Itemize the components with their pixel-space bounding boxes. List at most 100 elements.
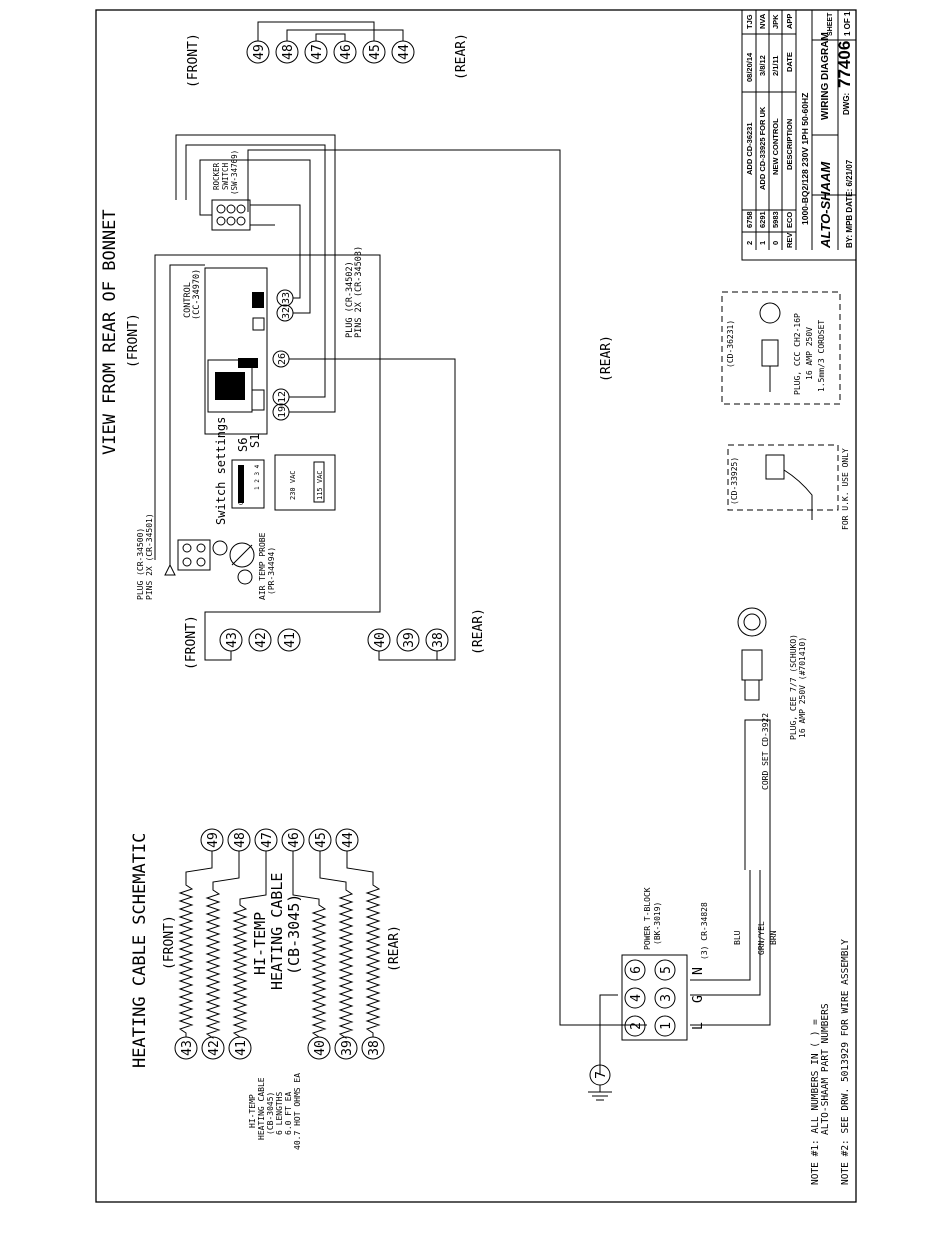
- mid-rear-label: (REAR): [471, 608, 486, 655]
- ccc-plug-1: PLUG, CCC CH2-16P: [793, 313, 802, 395]
- tb-date-0: 2/1/11: [771, 56, 780, 76]
- heating-front-terminals: 49 48 47 46 45 44: [200, 828, 359, 852]
- cr-note: (3) CR-34828: [700, 902, 709, 960]
- terminal-38-top: 38: [431, 632, 446, 648]
- pin-33: 33: [281, 292, 292, 304]
- heating-note-6: 40.7 HOT OHMS EA: [293, 1073, 302, 1150]
- lgn-l: L: [691, 1022, 706, 1030]
- h-terminal-47: 47: [260, 832, 275, 848]
- heating-rear-terminals: 43 42 41 40 39 38: [174, 1036, 385, 1060]
- heating-elements: [178, 851, 381, 1039]
- wire-grnyel: GRN/YEL: [757, 921, 766, 955]
- rocker-switch: [211, 199, 251, 231]
- h-terminal-42: 42: [207, 1040, 222, 1056]
- h-terminal-46: 46: [287, 832, 302, 848]
- voltage-switch-s1: 230 VAC 115 VAC: [274, 454, 336, 511]
- ccc-plug-box: (CD-36231) PLUG, CCC CH2-16P 16 AMP 250V…: [721, 291, 841, 405]
- drawing-border: [95, 9, 857, 1203]
- tb-dwg-label: DWG:: [842, 93, 851, 115]
- h-terminal-44: 44: [341, 832, 356, 848]
- ground-number: 7: [594, 1071, 609, 1079]
- terminal-44: 44: [397, 44, 412, 60]
- tb-hdr-desc: DESCRIPTION: [785, 119, 794, 170]
- probe-plug-label-2: PINS 2X (CR-34501): [145, 513, 154, 600]
- tb-desc-0: NEW CONTROL: [771, 118, 780, 175]
- top-front-label: (FRONT): [186, 33, 201, 88]
- tb-date-2: 08/20/14: [745, 52, 754, 82]
- uk-use-only: FOR U.K. USE ONLY: [841, 448, 850, 530]
- tb-by-date: BY: MPB DATE: 6/21/07: [845, 159, 854, 248]
- probe-plug: [164, 539, 211, 576]
- tb-hdr-app: APP: [785, 14, 794, 29]
- rocker-label-1: ROCKER: [212, 162, 221, 190]
- tb-rev-1: 1: [758, 241, 767, 245]
- h-terminal-40: 40: [313, 1040, 328, 1056]
- tblock-4: 4: [629, 994, 644, 1002]
- uk-plug-box: (CD-33925) FOR U.K. USE ONLY: [727, 444, 850, 530]
- ground-terminal: 7: [588, 1064, 612, 1101]
- tb-date-1: 3/8/12: [758, 55, 767, 76]
- tb-eco-2: 6758: [745, 211, 754, 228]
- tblock-1: 1: [659, 1022, 674, 1030]
- tb-app-1: NVA: [758, 13, 767, 29]
- probe-label-1: AIR TEMP PROBE: [258, 532, 267, 600]
- terminal-47: 47: [310, 44, 325, 60]
- h-terminal-41: 41: [234, 1040, 249, 1056]
- control-label-1: CONTROL: [183, 282, 193, 318]
- probe-label-2: (PR-34494): [267, 547, 276, 595]
- terminal-43-top: 43: [225, 632, 240, 648]
- tblock-label-2: (BK-3019): [653, 902, 662, 945]
- control-plug-2: PINS 2X (CR-34503): [354, 246, 364, 338]
- center-rear-label: (REAR): [599, 335, 614, 382]
- terminal-41-top: 41: [283, 632, 298, 648]
- heating-note-3: (CB-3045): [266, 1092, 275, 1135]
- tb-desc-1: ADD CD-33925 FOR UK: [758, 106, 767, 190]
- wiring: [154, 134, 771, 1075]
- tb-hdr-date: DATE: [785, 52, 794, 72]
- tb-app-2: TJG: [745, 14, 754, 29]
- tb-brand: ALTO-SHAAM: [818, 161, 833, 249]
- uk-box-label: (CD-33925): [730, 457, 739, 505]
- mid-front-label: (FRONT): [184, 615, 199, 670]
- heating-note-4: 6 LENGTHS: [275, 1091, 284, 1135]
- control-board: [204, 267, 268, 435]
- control-label-2: (CC-34970): [192, 269, 202, 320]
- tb-rev-2: 2: [745, 241, 754, 245]
- tb-hdr-eco: ECO: [785, 212, 794, 228]
- terminal-40-top: 40: [373, 632, 388, 648]
- pin-26: 26: [277, 353, 288, 365]
- note-2: NOTE #2: SEE DRW. 5013929 FOR WIRE ASSEM…: [840, 939, 851, 1185]
- tblock-6: 6: [629, 966, 644, 974]
- tb-wiring: WIRING DIAGRAM: [820, 32, 831, 120]
- pin-32: 32: [281, 307, 292, 319]
- tb-rev-0: 0: [771, 241, 780, 245]
- ccc-box-label: (CD-36231): [726, 320, 735, 368]
- terminal-39-top: 39: [402, 632, 417, 648]
- tb-model: 1000-BQ2/128 230V 1PH 50-60HZ: [800, 93, 810, 225]
- dip-numbers: 1 2 3 4: [254, 464, 261, 490]
- rocker-label-2: SWITCH: [221, 162, 230, 190]
- ccc-plug-3: 1.5mm/3 CORDSET: [817, 320, 826, 392]
- pin-19: 19: [277, 406, 288, 418]
- view-front-label: (FRONT): [126, 313, 141, 368]
- tb-desc-2: ADD CD-36231: [745, 122, 754, 175]
- dip-switch-s6: ON 1 2 3 4: [231, 459, 265, 509]
- heating-name-2: HEATING CABLE: [268, 873, 286, 990]
- terminal-48: 48: [281, 44, 296, 60]
- h-terminal-45: 45: [314, 832, 329, 848]
- pin-12: 12: [277, 391, 288, 403]
- volt-115: 115 VAC: [316, 470, 324, 500]
- h-terminal-39: 39: [340, 1040, 355, 1056]
- lgn-n: N: [691, 967, 706, 975]
- heating-title: HEATING CABLE SCHEMATIC: [130, 833, 150, 1068]
- tb-eco-0: 5983: [771, 211, 780, 228]
- tblock-2: 2: [629, 1022, 644, 1030]
- note-1b: ALTO-SHAAM PART NUMBERS: [820, 1003, 831, 1135]
- power-tblock: 6 5 4 3 2 1: [621, 954, 688, 1041]
- rocker-label-3: (SW-34769): [230, 150, 239, 195]
- terminal-45: 45: [368, 44, 383, 60]
- cord-label: CORD SET CD-3922: [761, 713, 770, 790]
- heating-front-label: (FRONT): [162, 915, 177, 970]
- mid-front-terminals: 43 42 41: [204, 628, 301, 661]
- switch-settings-label: Switch settings: [214, 417, 228, 525]
